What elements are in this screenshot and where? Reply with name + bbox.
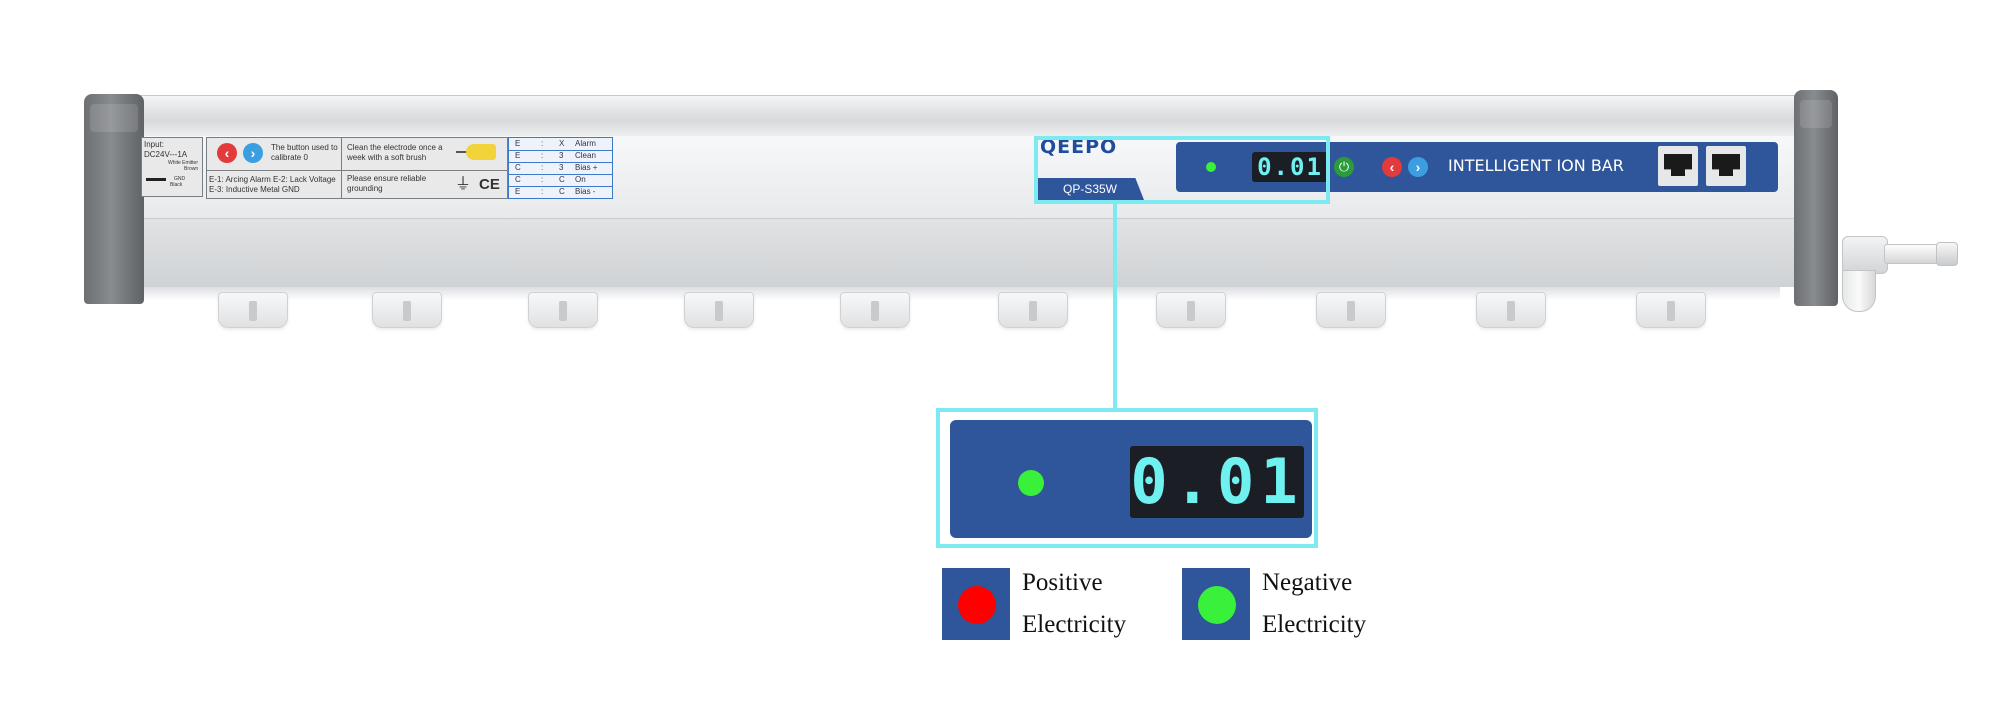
code-label: Clean (575, 151, 596, 160)
emitter-nozzle (1156, 292, 1226, 328)
ground-symbol-icon: ⏚ (455, 176, 472, 193)
air-fitting-cap (1936, 242, 1958, 266)
bar-lower-body (118, 217, 1808, 287)
wire-label-black: Black (170, 182, 183, 188)
code-b: X (559, 139, 565, 148)
clean-text: Clean the electrode once a week with a s… (347, 143, 443, 162)
zoom-lcd-value: 0.01 (1130, 445, 1304, 518)
emitter-nozzle (372, 292, 442, 328)
emitter-nozzle (684, 292, 754, 328)
power-icon[interactable]: ⏻ (1334, 157, 1354, 177)
legend-negative-line2: Electricity (1262, 611, 1367, 638)
error-codes-line2: E-3: Inductive Metal GND (209, 185, 300, 194)
highlight-connector (1113, 204, 1117, 408)
code-sep: : (541, 187, 544, 196)
code-b: 3 (559, 163, 564, 172)
code-b: C (559, 175, 565, 184)
emitter-nozzle (528, 292, 598, 328)
zoom-indicator-light (1018, 470, 1044, 496)
wire-label-gnd: GND (174, 176, 186, 182)
lcd-value: 0.01 (1257, 153, 1323, 181)
emitter-nozzle (1316, 292, 1386, 328)
code-sep: : (541, 151, 544, 160)
emitter-nozzle (1476, 292, 1546, 328)
code-a: E (515, 139, 521, 148)
instruction-row-top (207, 138, 507, 171)
status-code-row: C: 3 Bias + (509, 162, 612, 175)
emitter-nozzle (1636, 292, 1706, 328)
code-label: On (575, 175, 586, 184)
code-b: C (559, 187, 565, 196)
legend-swatch-negative (1182, 568, 1250, 640)
instruction-label: ‹ › The button used to calibrate 0 Clean… (206, 137, 508, 199)
code-b: 3 (559, 151, 564, 160)
right-end-cap (1794, 90, 1838, 306)
brush-icon (466, 144, 496, 160)
emitter-nozzle (998, 292, 1068, 328)
code-label: Alarm (575, 139, 596, 148)
ce-mark: CE (479, 176, 500, 193)
air-fitting-elbow (1842, 270, 1876, 312)
left-arrow-icon: ‹ (217, 143, 237, 163)
zoom-lcd-display: 0.01 (1130, 446, 1304, 518)
code-a: E (515, 187, 521, 196)
input-label: Input: DC24V---1A White Emitter Brown GN… (141, 137, 203, 197)
legend-negative-line1: Negative (1262, 569, 1353, 596)
code-label: Bias - (575, 187, 596, 196)
right-arrow-icon: › (243, 143, 263, 163)
air-fitting-body (1842, 236, 1888, 274)
bar-top-rail (118, 95, 1808, 136)
wire-diagram (146, 178, 166, 181)
brand-logo: QEEPO (1040, 136, 1118, 158)
emitter-nozzle (840, 292, 910, 328)
legend-swatch-positive (942, 568, 1010, 640)
calibrate-text: The button used to calibrate 0 (271, 143, 338, 162)
legend-label-positive: Positive Electricity (1022, 562, 1126, 646)
air-fitting-tube (1884, 244, 1942, 264)
device-title: INTELLIGENT ION BAR (1448, 156, 1624, 175)
brush-handle (456, 151, 468, 153)
lcd-display: 0.01 (1252, 152, 1328, 182)
input-title: Input: (144, 140, 165, 149)
left-end-cap (84, 94, 144, 304)
input-voltage: DC24V---1A (144, 150, 188, 159)
legend-label-negative: Negative Electricity (1262, 562, 1366, 646)
right-arrow-button[interactable]: › (1408, 157, 1428, 177)
label-divider (341, 138, 342, 198)
status-code-row: C: C On (509, 174, 612, 187)
grounding-text: Please ensure reliable grounding (347, 174, 427, 193)
code-label: Bias + (575, 163, 598, 172)
highlight-box (1034, 136, 1330, 204)
status-code-row: E: C Bias - (509, 186, 612, 199)
legend-positive-line2: Electricity (1022, 611, 1127, 638)
left-arrow-button[interactable]: ‹ (1382, 157, 1402, 177)
code-a: C (515, 175, 521, 184)
wire-label-white: White Emitter (168, 160, 199, 166)
wire-label-brown: Brown (184, 166, 199, 172)
model-tag: QP-S35W (1036, 178, 1144, 200)
rj45-port-icon[interactable] (1706, 146, 1746, 186)
wire-labels: White Emitter Brown GND Black (168, 160, 198, 188)
positive-dot-icon (958, 586, 996, 624)
code-sep: : (541, 139, 544, 148)
legend-positive-line1: Positive (1022, 569, 1103, 596)
emitter-nozzle (218, 292, 288, 328)
code-a: C (515, 163, 521, 172)
code-a: E (515, 151, 521, 160)
status-code-row: E: 3 Clean (509, 150, 612, 163)
rj45-port-icon[interactable] (1658, 146, 1698, 186)
indicator-light (1206, 162, 1216, 172)
error-codes-line1: E-1: Arcing Alarm E-2: Lack Voltage (209, 175, 336, 184)
code-sep: : (541, 175, 544, 184)
negative-dot-icon (1198, 586, 1236, 624)
status-code-row: E: X Alarm (509, 138, 612, 151)
code-sep: : (541, 163, 544, 172)
